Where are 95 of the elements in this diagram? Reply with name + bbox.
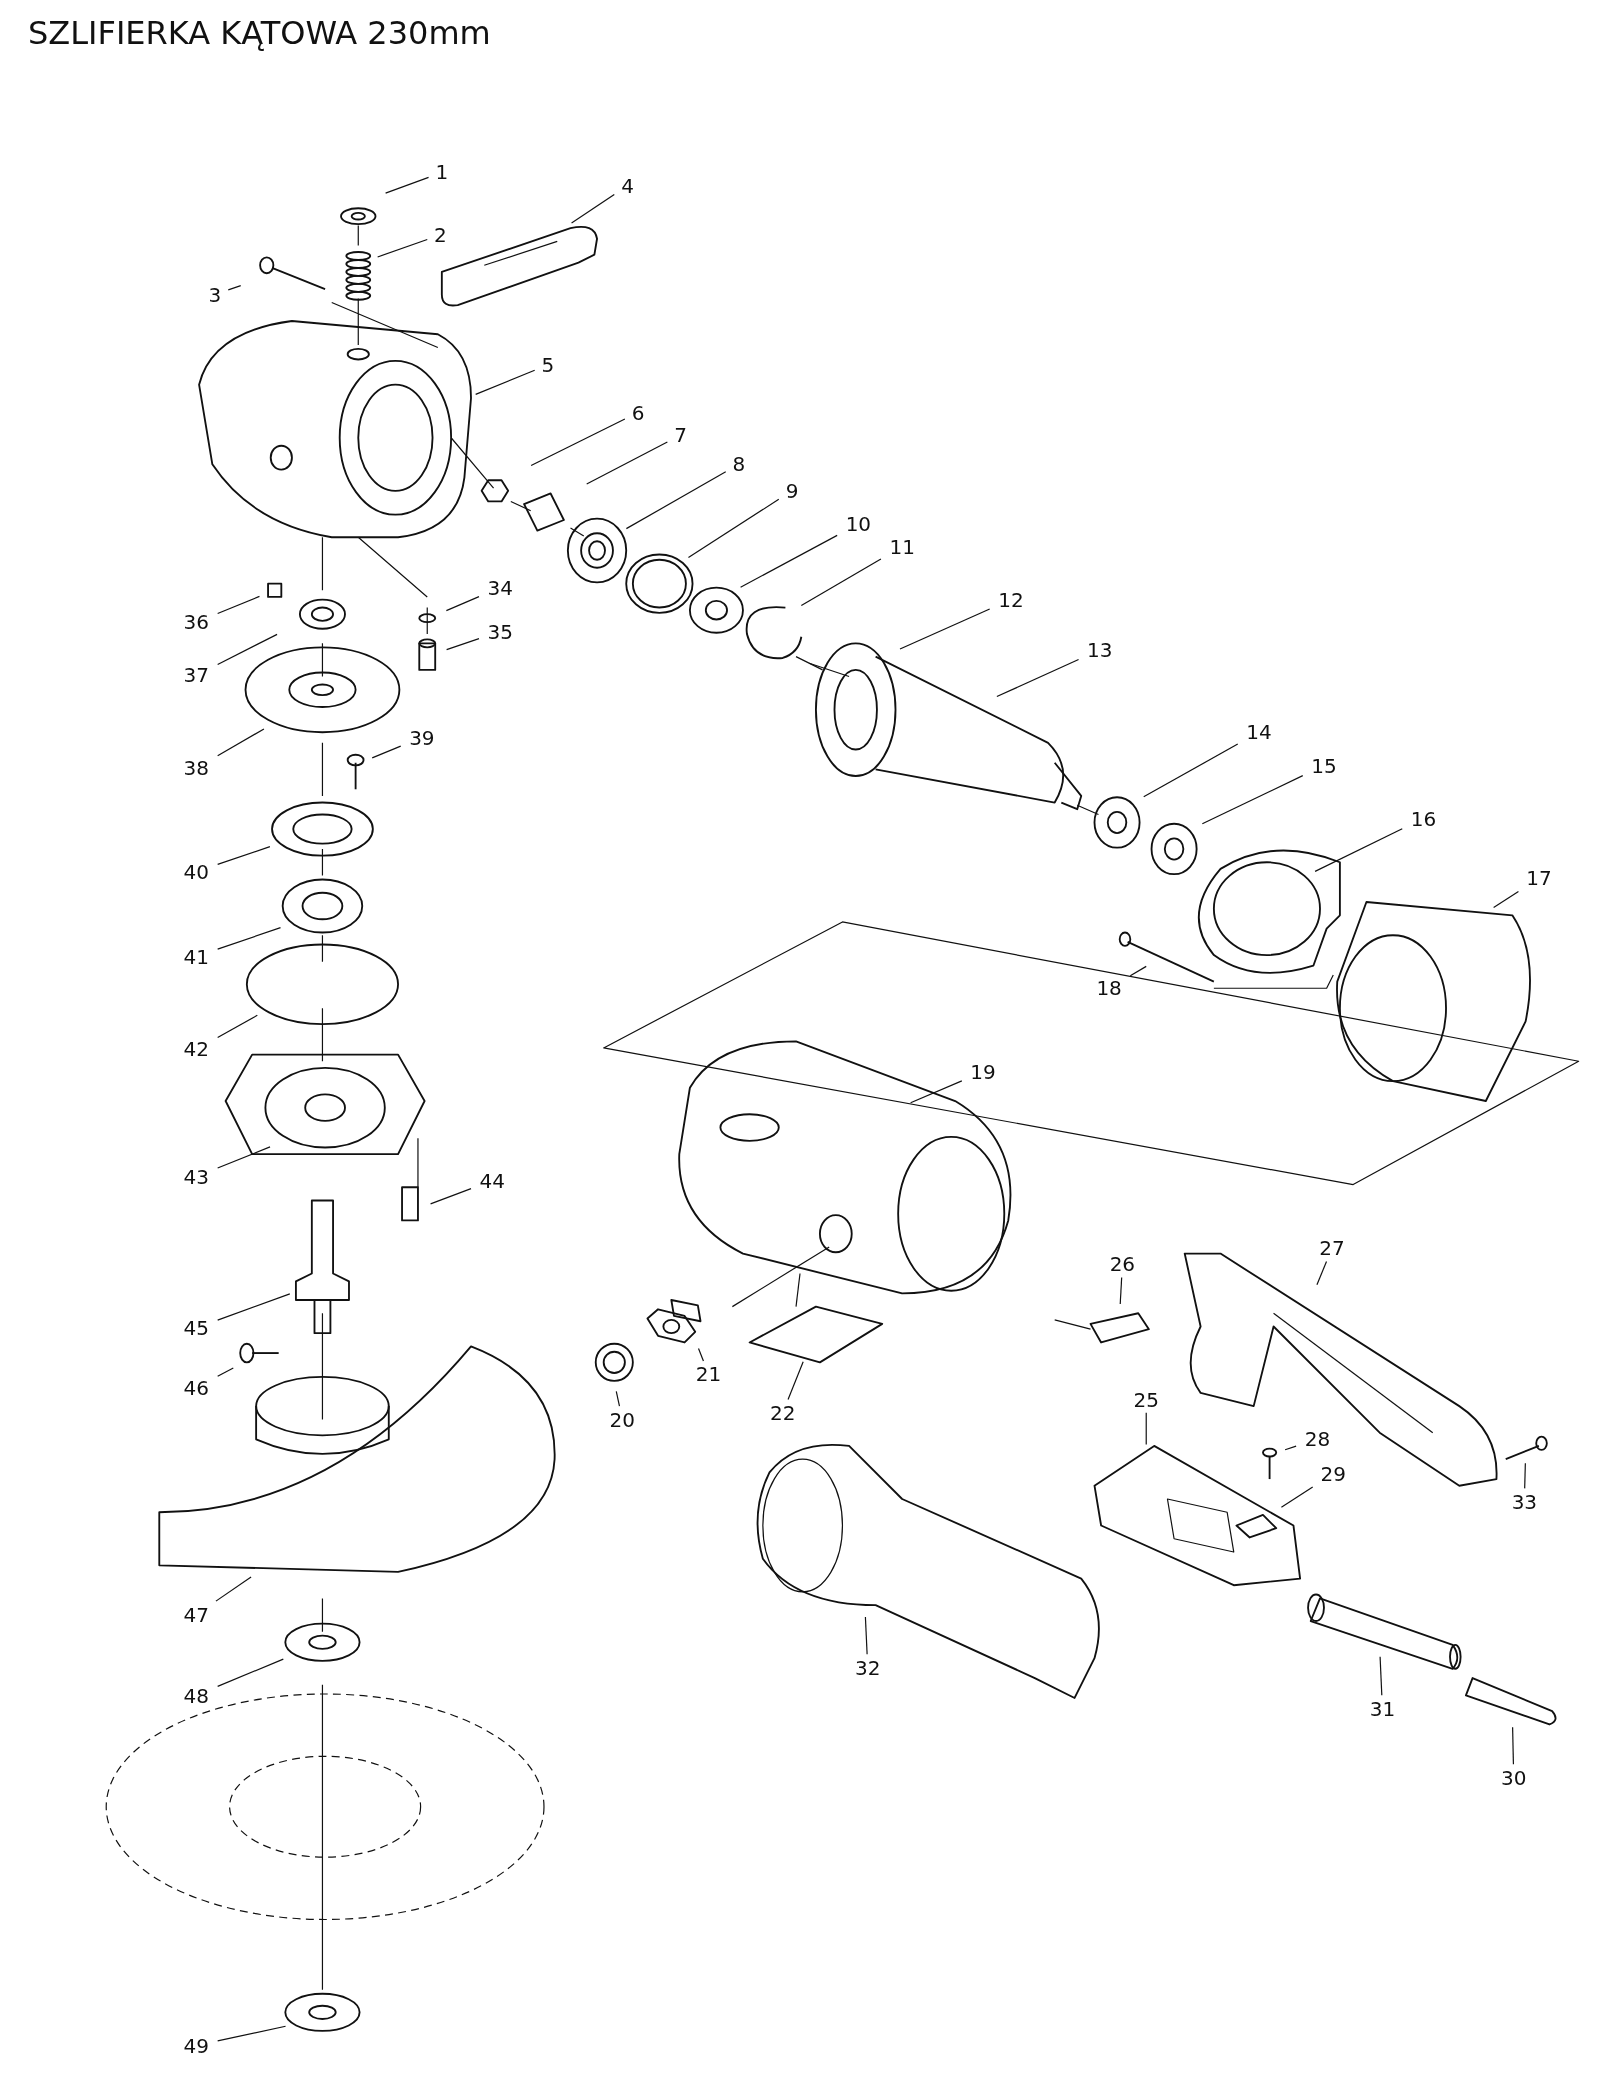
leader-line (1512, 1726, 1514, 1765)
leader-line (687, 498, 780, 558)
callout-number: 20 (608, 1408, 636, 1431)
callout-number: 21 (694, 1363, 723, 1386)
leader-line (800, 558, 882, 607)
leader-line (217, 595, 261, 615)
callout-number: 37 (182, 664, 211, 687)
leader-line (1493, 890, 1520, 909)
callout-number: 16 (1409, 807, 1438, 830)
callout-number: 5 (540, 353, 556, 376)
callout-number: 47 (182, 1603, 211, 1626)
callout-number: 1 (434, 161, 450, 184)
callout-number: 42 (182, 1038, 211, 1061)
callout-number: 12 (997, 588, 1025, 611)
callout-number: 6 (630, 401, 646, 424)
leader-line (215, 1576, 252, 1602)
callout-number: 39 (408, 726, 436, 749)
leader-line (1524, 1462, 1526, 1489)
leader-line (1314, 828, 1403, 872)
leader-line (429, 1187, 472, 1205)
leader-line (217, 1367, 234, 1377)
leader-line (446, 638, 480, 651)
callout-number: 17 (1525, 867, 1553, 890)
leader-line (217, 846, 271, 865)
leader-line (586, 441, 668, 485)
callout-number: 2 (433, 223, 448, 246)
callout-number: 45 (182, 1317, 211, 1339)
callout-number: 4 (620, 174, 635, 197)
leader-line (217, 1146, 271, 1169)
callout-number: 15 (1310, 754, 1338, 777)
callout-number: 44 (478, 1169, 506, 1192)
leader-line (217, 633, 278, 666)
callout-number: 13 (1086, 639, 1114, 662)
callout-number: 10 (844, 513, 873, 536)
leader-line (615, 1390, 621, 1407)
callout-number: 25 (1132, 1388, 1160, 1411)
leader-line (570, 194, 615, 224)
callout-number: 40 (182, 860, 211, 883)
leader-line (371, 745, 402, 759)
callout-number: 46 (182, 1376, 211, 1399)
leader-line (217, 1014, 258, 1039)
callout-number: 9 (784, 479, 800, 502)
callout-number: 38 (182, 757, 211, 780)
callout-number: 27 (1318, 1237, 1346, 1260)
leader-line (1201, 775, 1304, 825)
callout-number: 41 (182, 945, 211, 968)
callout-number: 3 (207, 283, 223, 306)
leader-line (864, 1616, 868, 1655)
leader-line (1145, 1412, 1147, 1446)
callout-number: 18 (1095, 977, 1123, 1000)
callout-number: 36 (182, 611, 211, 634)
callout-number: 49 (182, 2034, 211, 2057)
leader-line (1143, 743, 1239, 798)
callout-number: 43 (182, 1165, 211, 1188)
callout-number: 22 (769, 1401, 797, 1424)
callout-number: 11 (888, 535, 916, 558)
callout-number: 14 (1245, 721, 1273, 744)
leader-line (625, 471, 727, 530)
leader-line (910, 1080, 963, 1104)
callout-number: 35 (486, 620, 514, 643)
leader-line (377, 238, 428, 258)
leader-line (475, 369, 536, 395)
leader-line (996, 658, 1080, 698)
diagram-title: SZLIFIERKA KĄTOWA 230mm (28, 14, 491, 52)
leader-line (1284, 1445, 1297, 1451)
callout-number: 31 (1368, 1697, 1397, 1720)
leader-line (385, 176, 430, 194)
leader-line (899, 608, 991, 650)
callout-number: 8 (731, 453, 747, 476)
leader-line (1280, 1486, 1314, 1508)
leader-line (1379, 1656, 1383, 1696)
leader-line (1316, 1260, 1328, 1286)
callout-number: 26 (1108, 1253, 1137, 1276)
callout-number: 30 (1500, 1766, 1528, 1789)
callout-number: 19 (969, 1060, 997, 1083)
leader-line (739, 534, 838, 588)
leader-line (787, 1361, 804, 1401)
leader-line (217, 1293, 291, 1321)
callout-number: 7 (673, 424, 688, 447)
leader-line (1129, 965, 1147, 977)
leader-line (217, 1658, 284, 1687)
callout-number: 48 (182, 1684, 211, 1707)
callout-number: 29 (1319, 1462, 1348, 1485)
leader-line (1119, 1276, 1123, 1305)
callout-number: 32 (853, 1656, 882, 1679)
callout-number: 28 (1303, 1428, 1332, 1451)
callout-number: 33 (1510, 1490, 1539, 1513)
leader-line (445, 596, 480, 612)
leader-line (217, 2025, 287, 2042)
callout-number: 34 (486, 576, 514, 599)
leader-line (227, 285, 242, 291)
leader-line (217, 728, 265, 757)
leader-line (697, 1347, 705, 1362)
leader-line (530, 418, 626, 467)
leader-line (217, 927, 282, 950)
